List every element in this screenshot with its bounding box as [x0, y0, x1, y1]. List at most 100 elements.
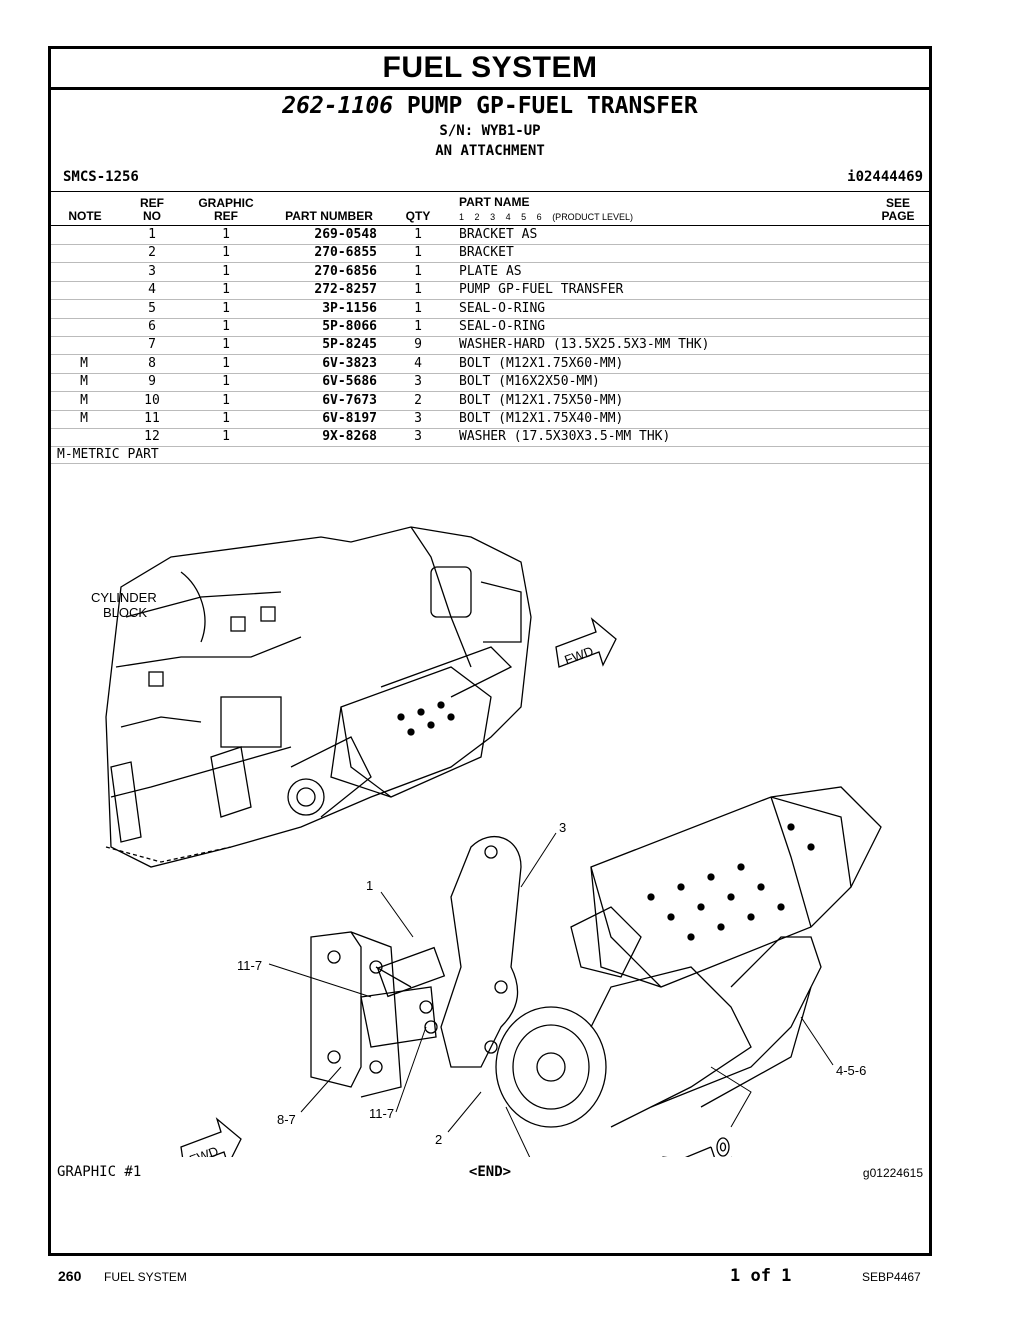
part-name-cell: SEAL-O-RING — [459, 300, 546, 316]
callout-8-7: 8-7 — [277, 1112, 296, 1127]
product-levels: 1 2 3 4 5 6 (PRODUCT LEVEL) — [459, 212, 641, 222]
level-2: 2 — [474, 212, 480, 222]
section-title: FUEL SYSTEM — [51, 49, 929, 90]
pump-on-block-drawing — [287, 646, 513, 818]
graphic-id: g01224615 — [862, 1166, 923, 1180]
note-cell: M — [80, 392, 88, 408]
bracket-assembly-drawing — [310, 836, 522, 1098]
group-title: 262-1106 PUMP GP-FUEL TRANSFER — [51, 93, 929, 119]
level-4: 4 — [505, 212, 511, 222]
leader-lines — [268, 832, 834, 1157]
bolt-and-washer-drawing — [661, 1137, 730, 1157]
part-number-cell: 5P-8066 — [322, 319, 377, 334]
graphic-ref-cell: 1 — [222, 245, 230, 261]
callout-2: 2 — [435, 1132, 442, 1147]
graphic-ref-cell: 1 — [222, 263, 230, 279]
graphic-ref-cell: 1 — [222, 227, 230, 242]
graphic-ref-cell: 1 — [222, 319, 230, 334]
header-ref-bottom: NO — [143, 209, 161, 223]
part-number-cell: 3P-1156 — [322, 300, 377, 316]
qty-cell: 1 — [414, 319, 422, 334]
ref-cell: 5 — [148, 300, 156, 316]
cylinder-block-drawing — [105, 526, 532, 868]
header-bottom-rule — [51, 225, 929, 226]
part-number-cell: 6V-7673 — [322, 392, 377, 408]
note-cell: M — [80, 374, 88, 390]
group-type: AN ATTACHMENT — [435, 143, 545, 159]
metric-note: M-METRIC PART — [57, 447, 159, 462]
qty-cell: 3 — [414, 429, 422, 445]
callout-3: 3 — [559, 820, 566, 835]
note-cell: M — [80, 355, 88, 371]
ref-cell: 9 — [148, 374, 156, 390]
callout-labels: CYLINDER BLOCK 1 3 11-7 8-7 11-7 2 10-7 … — [91, 590, 866, 1147]
level-3: 3 — [490, 212, 496, 222]
part-number-cell: 5P-8245 — [322, 337, 377, 353]
fuel-transfer-pump-drawing — [495, 786, 882, 1128]
part-number-cell: 270-6855 — [314, 245, 377, 261]
ref-cell: 4 — [148, 282, 156, 298]
header-graphic-top: GRAPHIC — [198, 196, 254, 210]
graphic-ref-cell: 1 — [222, 392, 230, 408]
part-name-cell: BRACKET AS — [459, 227, 538, 242]
graphic-ref-cell: 1 — [222, 429, 230, 445]
smcs-code: SMCS-1256 — [63, 169, 139, 185]
qty-cell: 1 — [414, 282, 422, 298]
header-see-top: SEE — [885, 196, 910, 210]
qty-cell: 9 — [414, 337, 422, 353]
part-name-cell: BOLT (M16X2X50-MM) — [459, 374, 600, 390]
note-rule — [51, 463, 929, 464]
level-6: 6 — [536, 212, 542, 222]
fwd-arrow-upper: FWD — [555, 617, 617, 668]
ref-cell: 2 — [148, 245, 156, 261]
callout-11-7-upper: 11-7 — [237, 958, 262, 973]
ref-cell: 1 — [148, 227, 156, 242]
ref-cell: 10 — [144, 392, 160, 408]
callout-1: 1 — [366, 878, 373, 893]
graphic-ref-cell: 1 — [222, 300, 230, 316]
header-part-number: PART NUMBER — [285, 209, 373, 223]
end-marker: <END> — [468, 1164, 512, 1180]
group-number: 262-1106 — [282, 93, 394, 119]
callout-11-7-lower: 11-7 — [369, 1106, 394, 1121]
graphic-ref-cell: 1 — [222, 282, 230, 298]
page-of: 1 of 1 — [730, 1266, 792, 1286]
part-number-cell: 9X-8268 — [322, 429, 377, 445]
part-name-cell: BRACKET — [459, 245, 514, 261]
book-number: SEBP4467 — [862, 1270, 921, 1284]
ref-cell: 8 — [148, 355, 156, 371]
graphic-label: GRAPHIC #1 — [57, 1164, 142, 1180]
qty-cell: 3 — [414, 374, 422, 390]
fwd-arrow-lower: FWD — [180, 1117, 242, 1157]
graphic-ref-cell: 1 — [222, 411, 230, 426]
info-id: i02444469 — [847, 169, 923, 185]
part-name-cell: BOLT (M12X1.75X60-MM) — [459, 355, 624, 371]
graphic-ref-cell: 1 — [222, 374, 230, 390]
part-name-cell: SEAL-O-RING — [459, 319, 546, 334]
header-graphic-bottom: REF — [214, 209, 238, 223]
ref-cell: 7 — [148, 337, 156, 353]
part-number-cell: 269-0548 — [314, 227, 377, 242]
qty-cell: 2 — [414, 392, 422, 408]
header-part-name: PART NAME — [459, 195, 530, 209]
ref-cell: 11 — [144, 411, 160, 426]
level-5: 5 — [521, 212, 527, 222]
part-number-cell: 272-8257 — [314, 282, 377, 298]
group-name: PUMP GP-FUEL TRANSFER — [406, 93, 698, 119]
header-note: NOTE — [68, 209, 102, 223]
qty-cell: 3 — [414, 411, 422, 426]
part-name-cell: WASHER (17.5X30X3.5-MM THK) — [459, 429, 671, 445]
part-number-cell: 270-6856 — [314, 263, 377, 279]
graphic-ref-cell: 1 — [222, 337, 230, 353]
